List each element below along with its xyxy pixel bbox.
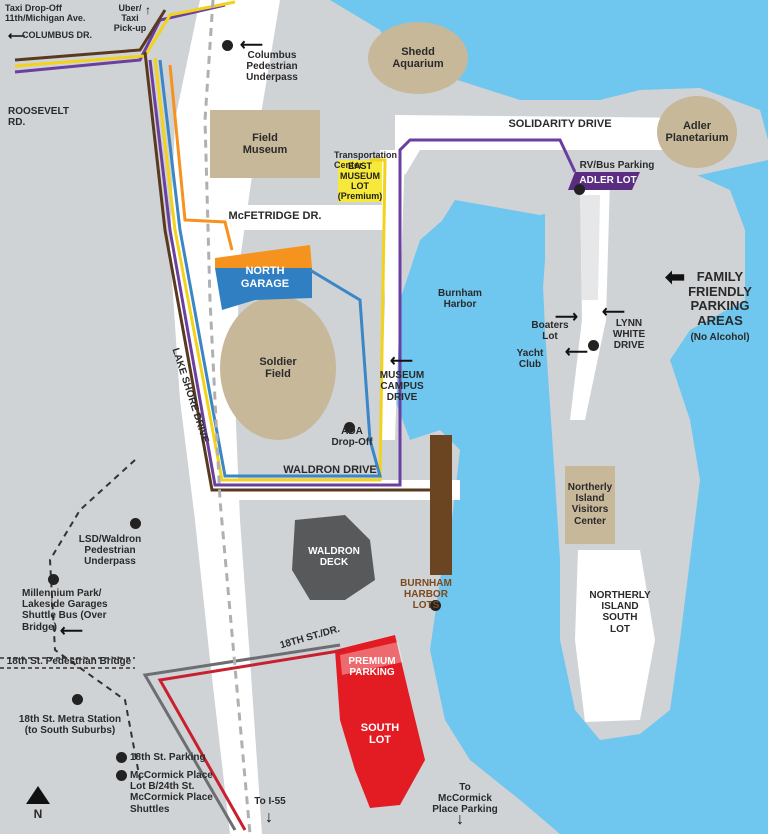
arrow-down-icon: ↓ — [456, 811, 464, 828]
museum-campus-drive-label: MUSEUM CAMPUS DRIVE — [379, 370, 425, 404]
adler-planetarium-label: Adler Planetarium — [665, 120, 729, 145]
rv-bus-parking-label: RV/Bus Parking — [579, 160, 655, 171]
route-blue — [158, 59, 382, 478]
burnham-harbor-label: Burnham Harbor — [438, 288, 482, 311]
field-museum-building — [210, 110, 320, 178]
lynn-white-dot — [588, 340, 599, 351]
ada-dropoff-label: ADA Drop-Off — [331, 426, 373, 449]
arrow-up-icon: ↑ — [145, 3, 151, 17]
adler-lot-label: ADLER LOT — [579, 175, 637, 186]
columbus-underpass-label: Columbus Pedestrian Underpass — [246, 50, 298, 84]
northerly-lot-strip — [580, 195, 600, 300]
lynn-white-label: LYNN WHITE DRIVE — [612, 318, 646, 352]
mcfetridge-label: McFETRIDGE DR. — [228, 210, 322, 222]
arrow-left-icon: ⟵ — [390, 353, 413, 370]
route-orange — [168, 64, 234, 251]
northerly-island-south-lot — [575, 550, 655, 722]
waldron-deck-label: WALDRON DECK — [308, 546, 360, 569]
columbus-underpass-dot — [222, 40, 233, 51]
premium-parking-label: PREMIUM PARKING — [348, 656, 396, 679]
north-label: N — [33, 807, 43, 821]
route-brown-north — [14, 9, 167, 62]
north-garage-blue — [215, 268, 312, 310]
ada-dot — [344, 422, 355, 433]
visitors-center-building — [565, 466, 615, 544]
shedd-aquarium-label: Shedd Aquarium — [392, 46, 444, 71]
pedestrian-path — [48, 459, 141, 781]
arrow-left-icon: ⟵ — [240, 37, 263, 54]
northerly-south-lot-label: NORTHERLY ISLAND SOUTH LOT — [589, 590, 651, 635]
mccormick-lot-b-label: McCormick Place Lot B/24th St. McCormick… — [130, 770, 213, 815]
north-arrow-icon — [26, 786, 50, 804]
adler-lot-dot — [574, 184, 585, 195]
north-garage-label-bottom: GARAGE — [240, 278, 290, 290]
route-yellow-north — [14, 0, 236, 68]
arrow-left-icon: ⟵ — [602, 304, 625, 321]
metra-station-label: 18th St. Metra Station (to South Suburbs… — [18, 714, 122, 737]
lsd-waldron-underpass-label: LSD/Waldron Pedestrian Underpass — [78, 534, 142, 568]
soldier-field-building — [220, 296, 336, 440]
burnham-lots-dot — [430, 600, 441, 611]
arrow-down-icon: ↓ — [265, 809, 273, 826]
millennium-dot — [48, 574, 59, 585]
east-museum-lot — [338, 160, 382, 202]
burnham-harbor-water — [412, 200, 640, 834]
route-purple — [148, 59, 577, 487]
route-yellow — [153, 57, 387, 482]
waldron-drive-label: WALDRON DRIVE — [283, 464, 377, 476]
boaters-lot-label: Boaters Lot — [531, 320, 569, 343]
to-i55-label: To I-55 — [254, 796, 286, 807]
adler-planetarium-building — [657, 96, 737, 168]
north-garage-orange — [215, 245, 312, 268]
mcfetridge-road — [180, 205, 390, 230]
east-museum-lot-label: EAST MUSEUM LOT (Premium) — [337, 161, 383, 202]
north-garage-label-top: NORTH — [245, 265, 285, 277]
taxi-dropoff-label: Taxi Drop-Off 11th/Michigan Ave. — [5, 3, 86, 24]
parking-18th-dot — [116, 752, 127, 763]
roosevelt-label: ROOSEVELT RD. — [8, 106, 69, 129]
mccormick-b-dot — [116, 770, 127, 781]
big-arrow-left-icon: ⬅ — [665, 264, 686, 291]
solidarity-drive-road — [395, 115, 700, 175]
arrow-left-icon: ⟵ — [8, 29, 26, 43]
lsd-waldron-dot — [130, 518, 141, 529]
route-red — [157, 648, 346, 831]
transportation-center-label: Transportation Center — [334, 150, 398, 171]
adler-lot — [568, 172, 640, 190]
millennium-shuttle-label: Millennium Park/ Lakeside Garages Shuttl… — [22, 588, 108, 633]
south-lot — [335, 635, 425, 808]
to-mccormick-label: To McCormick Place Parking — [432, 782, 498, 816]
northerly-visitors-label: Northerly Island Visitors Center — [567, 482, 613, 527]
pedestrian-bridge-label: 18th St. Pedestrian Bridge — [6, 656, 132, 667]
route-purple-north — [14, 3, 226, 74]
arrow-left-icon: ⟵ — [565, 344, 588, 361]
uber-pickup-label: Uber/ Taxi Pick-up — [113, 3, 147, 34]
route-gray — [142, 643, 341, 831]
burnham-harbor-lots-label: BURNHAM HARBOR LOTS — [400, 578, 452, 612]
waldron-deck-lot — [292, 515, 375, 600]
south-lot-label: SOUTH LOT — [360, 722, 400, 747]
metra-dot — [72, 694, 83, 705]
arrow-right-icon: ⟶ — [555, 309, 578, 326]
shedd-aquarium-building — [368, 22, 468, 94]
arrow-left-icon: ⟵ — [60, 623, 83, 640]
parking-18th-label: 18th St. Parking — [130, 752, 206, 763]
rail-line — [203, 0, 252, 834]
burnham-harbor-lots — [430, 435, 452, 575]
route-brown — [143, 51, 430, 492]
field-museum-label: Field Museum — [242, 132, 288, 157]
soldier-field-label: Soldier Field — [259, 356, 297, 381]
yacht-club-label: Yacht Club — [516, 348, 544, 371]
no-alcohol-label: (No Alcohol) — [690, 332, 750, 343]
family-parking-label: FAMILY FRIENDLY PARKING AREAS — [688, 269, 752, 328]
premium-parking-area — [340, 642, 403, 675]
solidarity-drive-label: SOLIDARITY DRIVE — [508, 118, 612, 130]
columbus-dr-label: COLUMBUS DR. — [22, 30, 92, 40]
